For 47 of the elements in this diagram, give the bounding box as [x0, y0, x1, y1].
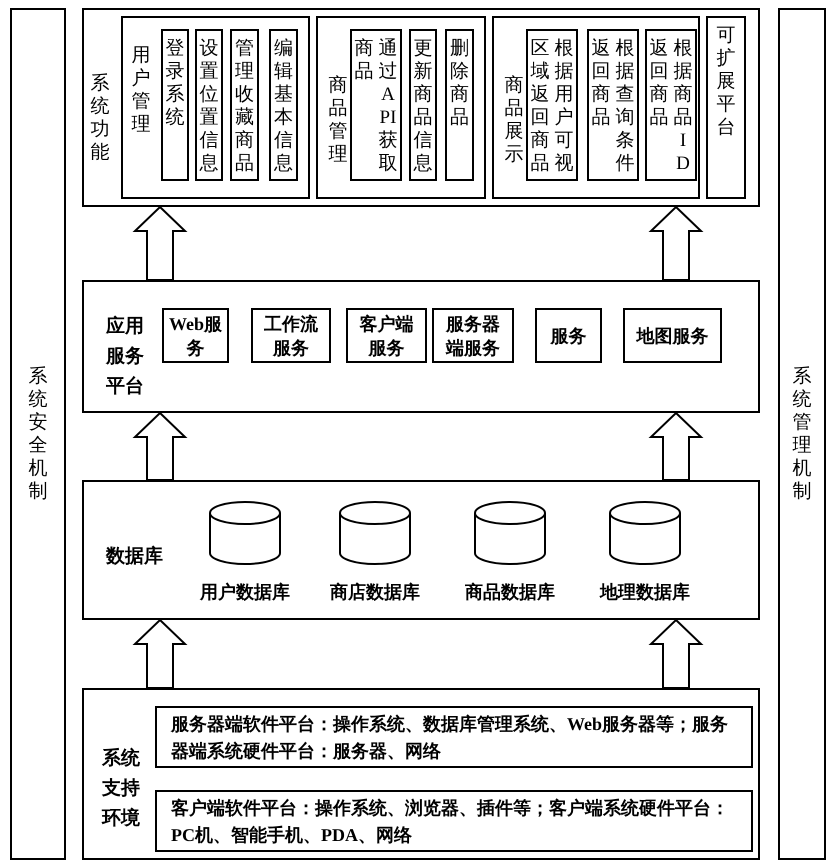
service-box: 工作流服务: [251, 308, 331, 363]
panel-title: 应用服务平台: [106, 314, 145, 399]
service-box: 服务器端服务: [432, 308, 514, 363]
service-box: 客户端服务: [346, 308, 427, 363]
layer-panel: [82, 280, 760, 413]
layer-panel: [492, 16, 700, 199]
function-box: 根据查询条件返回商品: [587, 29, 639, 181]
block-arrow: [648, 412, 704, 481]
function-box: 更新商品信息: [409, 29, 437, 181]
block-arrow: [132, 206, 188, 281]
platform-box: 服务器端软件平台：操作系统、数据库管理系统、Web服务器等；服务器端系统硬件平台：服务器、网络: [155, 706, 753, 768]
function-box: 编辑基本信息: [269, 29, 298, 181]
band-label: 系统安全机制: [28, 365, 48, 503]
panel-title: 用户管理: [131, 44, 151, 136]
database-label: 地理数据库: [600, 581, 690, 604]
service-box: Web服务: [162, 308, 229, 363]
side-band: [778, 8, 826, 860]
function-box: 可扩展平台: [706, 16, 746, 199]
block-arrow: [648, 206, 704, 281]
service-box: 地图服务: [623, 308, 722, 363]
function-box: 设置位置信息: [195, 29, 223, 181]
function-box: 删除商品: [445, 29, 474, 181]
layer-panel: [82, 688, 760, 860]
block-arrow: [132, 618, 188, 689]
band-label: 系统管理机制: [792, 365, 812, 503]
layer-panel: [82, 8, 760, 207]
panel-title: 数据库: [106, 544, 164, 569]
database-label: 用户数据库: [200, 581, 290, 604]
layer-panel: [82, 480, 760, 620]
platform-box: 客户端软件平台：操作系统、浏览器、插件等；客户端系统硬件平台：PC机、智能手机、PDA、网络: [155, 790, 753, 852]
layer-panel: [121, 16, 310, 199]
service-box: 服务: [535, 308, 602, 363]
database-label: 商店数据库: [330, 581, 420, 604]
function-box: 登录系统: [161, 29, 189, 181]
block-arrow: [132, 412, 188, 481]
layer-panel: [316, 16, 486, 199]
side-band: [10, 8, 66, 860]
database-label: 商品数据库: [465, 581, 555, 604]
function-box: 通过API获取商品: [350, 29, 402, 181]
panel-title: 商品管理: [328, 74, 348, 166]
function-box: 根据用户可视区域返回商品: [526, 29, 578, 181]
block-arrow: [648, 618, 704, 689]
panel-title: 系统支持环境: [102, 746, 141, 831]
panel-title: 商品展示: [504, 74, 524, 166]
function-box: 根据商品ID返回商品: [645, 29, 697, 181]
function-box: 管理收藏商品: [230, 29, 259, 181]
panel-title: 系统功能: [90, 72, 110, 164]
